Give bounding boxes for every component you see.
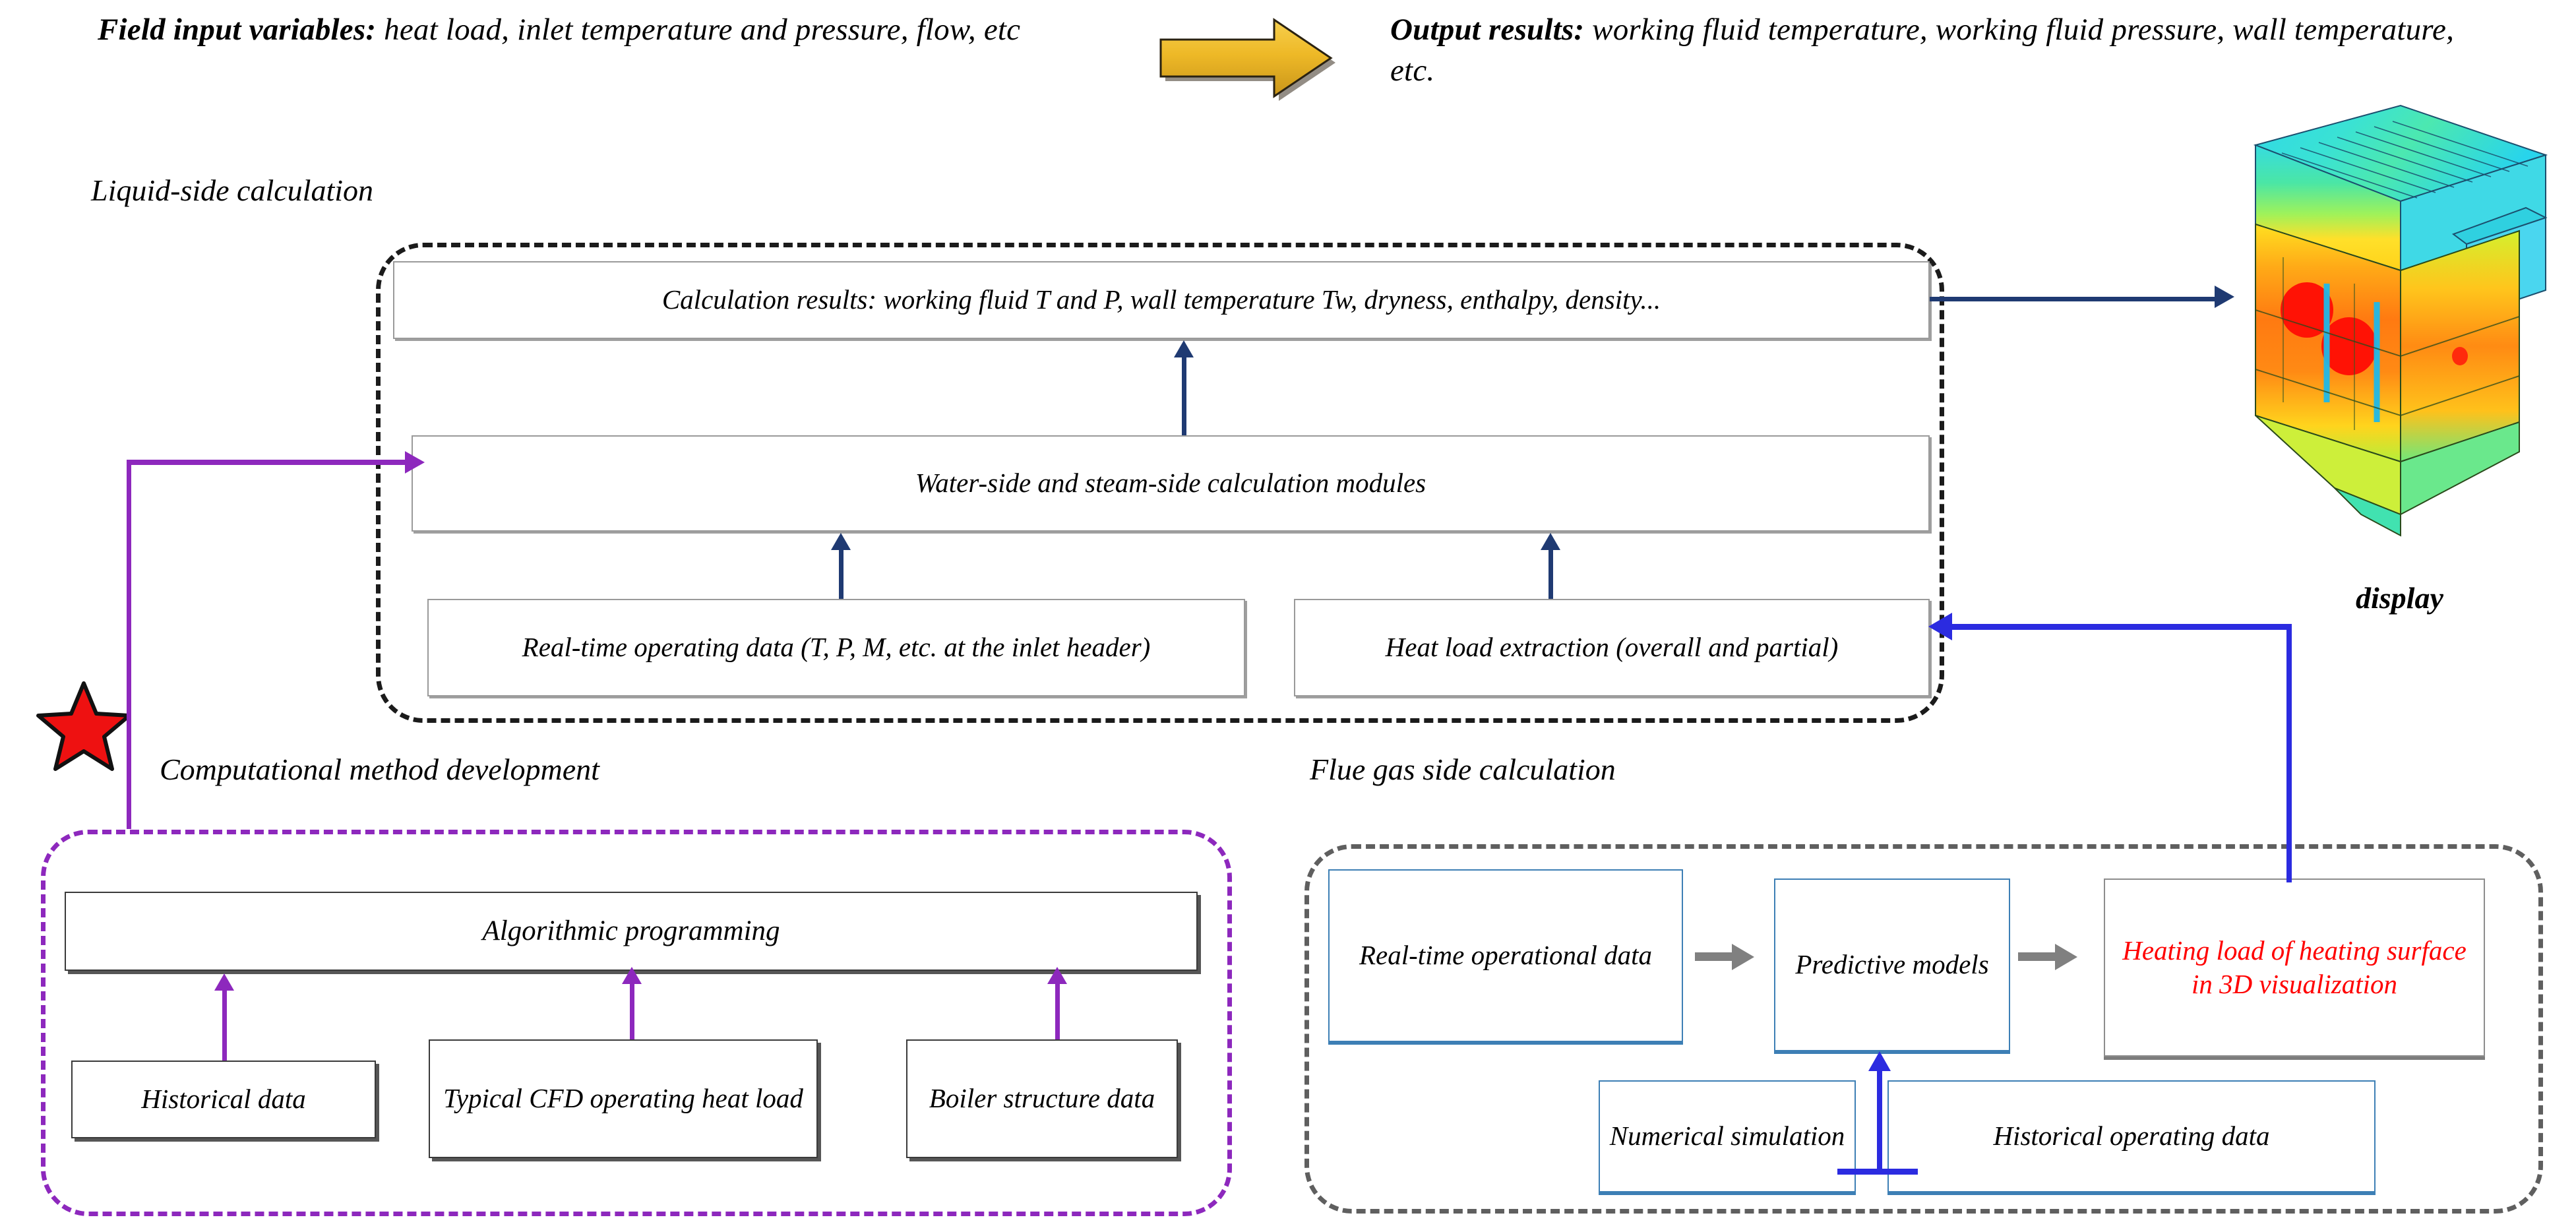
computational-method-container bbox=[41, 830, 1232, 1216]
field-input-variables-label: Field input variables: bbox=[98, 13, 377, 47]
water-steam-modules-box[interactable]: Water-side and steam-side calculation mo… bbox=[412, 435, 1930, 532]
historical-operating-data-box[interactable]: Historical operating data bbox=[1887, 1080, 2376, 1192]
typical-cfd-heat-load-box[interactable]: Typical CFD operating heat load bbox=[429, 1039, 818, 1158]
connector-data-to-predictive bbox=[1877, 1068, 1882, 1174]
typical-cfd-heat-load-label: Typical CFD operating heat load bbox=[443, 1083, 803, 1114]
connector-heating-to-heatload-vertical bbox=[2286, 624, 2292, 882]
connector-cfd-to-algorithmic bbox=[630, 983, 634, 1062]
connector-historical-to-algorithmic-arrowhead bbox=[214, 973, 234, 991]
connector-predictive-to-heating-arrowhead bbox=[2055, 944, 2077, 970]
historical-data-box[interactable]: Historical data bbox=[71, 1061, 376, 1138]
calculation-results-label: Calculation results: working fluid T and… bbox=[661, 284, 1661, 315]
connector-method-to-modules-vertical bbox=[127, 460, 131, 829]
predictive-models-label: Predictive models bbox=[1795, 949, 1989, 980]
connector-data-to-predictive-base bbox=[1837, 1169, 1918, 1175]
connector-heatload-to-modules bbox=[1549, 549, 1553, 621]
output-results-text: Output results: working fluid temperatur… bbox=[1390, 9, 2472, 91]
numerical-simulation-label: Numerical simulation bbox=[1609, 1121, 1845, 1152]
connector-modules-to-results-arrowhead bbox=[1174, 340, 1194, 357]
connector-results-to-display-arrowhead bbox=[2215, 286, 2234, 308]
connector-realtime-to-modules bbox=[839, 549, 843, 621]
display-label: display bbox=[2356, 581, 2443, 615]
heating-load-3d-box[interactable]: Heating load of heating surface in 3D vi… bbox=[2104, 878, 2485, 1057]
connector-method-to-modules-horizontal bbox=[127, 460, 418, 465]
heat-load-extraction-label: Heat load extraction (overall and partia… bbox=[1385, 632, 1839, 663]
connector-cfd-to-algorithmic-arrowhead bbox=[622, 967, 642, 984]
flue-gas-side-container bbox=[1304, 844, 2543, 1214]
orange-right-arrow-icon bbox=[1159, 18, 1335, 101]
boiler-structure-data-box[interactable]: Boiler structure data bbox=[906, 1039, 1178, 1158]
connector-data-to-predictive-arrowhead bbox=[1868, 1051, 1891, 1071]
red-star-icon bbox=[36, 681, 131, 771]
connector-realtime-to-predictive bbox=[1695, 952, 1733, 961]
output-results-label: Output results: bbox=[1390, 13, 1585, 47]
flue-gas-side-caption: Flue gas side calculation bbox=[1310, 753, 1616, 786]
connector-realtime-to-modules-arrowhead bbox=[831, 533, 851, 550]
connector-historical-to-algorithmic bbox=[222, 989, 227, 1074]
calculation-results-box[interactable]: Calculation results: working fluid T and… bbox=[393, 261, 1930, 339]
liquid-side-container bbox=[376, 243, 1944, 723]
connector-boiler-to-algorithmic-arrowhead bbox=[1047, 967, 1067, 984]
connector-heating-to-heatload-horizontal bbox=[1952, 624, 2292, 630]
field-input-variables-value: heat load, inlet temperature and pressur… bbox=[376, 13, 1021, 47]
historical-operating-data-label: Historical operating data bbox=[1993, 1121, 2270, 1152]
3d-boiler-contour-icon bbox=[2253, 104, 2548, 537]
predictive-models-box[interactable]: Predictive models bbox=[1774, 878, 2010, 1051]
heating-load-3d-label: Heating load of heating surface in 3D vi… bbox=[2122, 935, 2467, 999]
connector-realtime-to-predictive-arrowhead bbox=[1732, 944, 1754, 970]
realtime-operating-data-box[interactable]: Real-time operating data (T, P, M, etc. … bbox=[427, 599, 1245, 696]
connector-modules-to-results bbox=[1182, 356, 1186, 435]
algorithmic-programming-label: Algorithmic programming bbox=[482, 915, 780, 947]
connector-heatload-to-modules-arrowhead bbox=[1541, 533, 1560, 550]
realtime-operational-data-box[interactable]: Real-time operational data bbox=[1328, 869, 1683, 1042]
connector-heating-to-heatload-arrowhead bbox=[1928, 613, 1952, 640]
realtime-operational-data-label: Real-time operational data bbox=[1359, 940, 1653, 971]
connector-boiler-to-algorithmic bbox=[1055, 983, 1060, 1062]
realtime-operating-data-label: Real-time operating data (T, P, M, etc. … bbox=[522, 632, 1151, 663]
water-steam-modules-label: Water-side and steam-side calculation mo… bbox=[915, 468, 1426, 499]
algorithmic-programming-box[interactable]: Algorithmic programming bbox=[65, 892, 1198, 971]
connector-results-to-display bbox=[1930, 297, 2220, 301]
boiler-structure-data-label: Boiler structure data bbox=[929, 1083, 1155, 1114]
numerical-simulation-box[interactable]: Numerical simulation bbox=[1599, 1080, 1856, 1192]
computational-method-caption: Computational method development bbox=[160, 753, 599, 786]
field-input-variables-text: Field input variables: heat load, inlet … bbox=[98, 9, 1100, 50]
connector-method-to-modules-arrowhead bbox=[405, 451, 425, 474]
output-results-value: working fluid temperature, working fluid… bbox=[1390, 13, 2455, 88]
connector-predictive-to-heating bbox=[2018, 952, 2056, 961]
heat-load-extraction-box[interactable]: Heat load extraction (overall and partia… bbox=[1294, 599, 1930, 696]
historical-data-label: Historical data bbox=[141, 1084, 306, 1115]
liquid-side-calculation-caption: Liquid-side calculation bbox=[91, 173, 374, 207]
